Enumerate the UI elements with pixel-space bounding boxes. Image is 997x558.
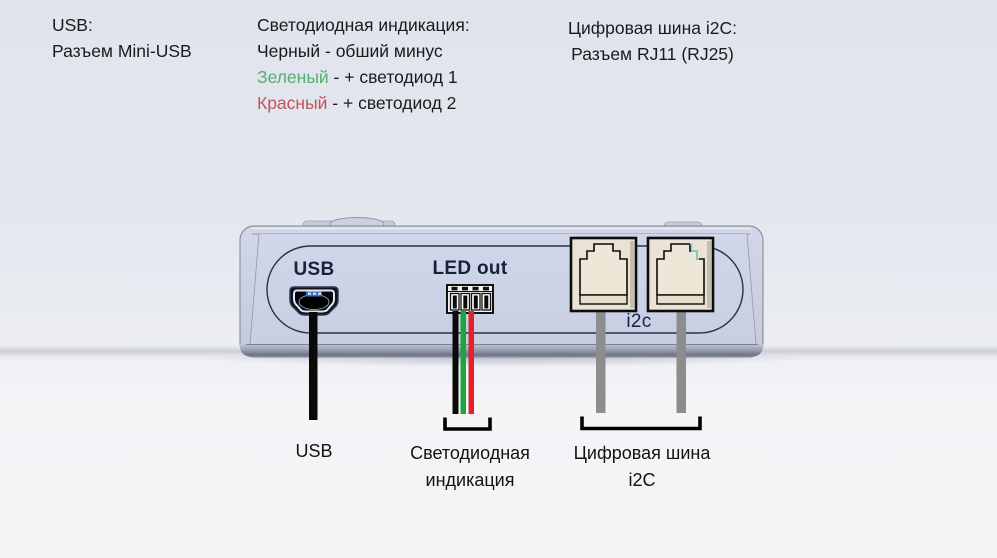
device-usb-label: USB xyxy=(293,259,335,280)
usb-annotation-line2: Разъем Mini-USB xyxy=(52,41,192,61)
i2c-cable-right xyxy=(676,310,686,413)
green-wire-rest: - + светодиод 1 xyxy=(328,67,458,87)
led-wires-callout-line2: индикация xyxy=(425,470,515,490)
rj11-jack-right xyxy=(646,236,715,313)
i2c-cable-left xyxy=(596,310,606,413)
usb-cable-callout: USB xyxy=(295,441,333,461)
mini-usb-port-icon xyxy=(289,286,339,316)
led-annotation-red: Красный - + светодиод 2 xyxy=(257,90,470,116)
i2c-bus-callout-line2: i2C xyxy=(628,470,656,490)
i2c-bus-callout-line1: Цифровая шина xyxy=(573,443,711,463)
i2c-annotation-line2: Разъем RJ11 (RJ25) xyxy=(571,44,734,64)
i2c-bus-bracket xyxy=(580,416,702,431)
device-led-out-label: LED out xyxy=(432,258,508,279)
led-annotation: Светодиодная индикация: Черный - обший м… xyxy=(257,12,470,116)
green-wire-word: Зеленый xyxy=(257,67,329,87)
device-i2c-label: i2c xyxy=(626,311,652,332)
red-wire-word: Красный xyxy=(257,93,328,113)
usb-annotation-line1: USB: xyxy=(52,15,93,35)
led-annotation-green: Зеленый - + светодиод 1 xyxy=(257,64,470,90)
led-annotation-title: Светодиодная индикация: xyxy=(257,15,470,35)
led-wire-green xyxy=(460,311,466,414)
i2c-annotation-line1: Цифровая шина i2C: xyxy=(568,18,737,38)
i2c-bus-callout: Цифровая шина i2C xyxy=(563,440,721,494)
led-wire-red xyxy=(468,311,474,414)
led-wires-callout: Светодиодная индикация xyxy=(388,440,552,494)
face-outline xyxy=(266,245,744,334)
usb-cable xyxy=(309,312,318,420)
led-wires-callout-line1: Светодиодная xyxy=(410,443,530,463)
red-wire-rest: - + светодиод 2 xyxy=(327,93,457,113)
led-wire-black xyxy=(452,311,459,414)
led-out-connector-icon xyxy=(446,284,494,314)
usb-annotation: USB: Разъем Mini-USB xyxy=(52,12,192,64)
rj11-jack-left xyxy=(569,236,638,313)
i2c-annotation: Цифровая шина i2C: Разъем RJ11 (RJ25) xyxy=(545,15,760,67)
led-wires-bracket xyxy=(443,417,492,431)
led-annotation-black: Черный - обший минус xyxy=(257,41,443,61)
